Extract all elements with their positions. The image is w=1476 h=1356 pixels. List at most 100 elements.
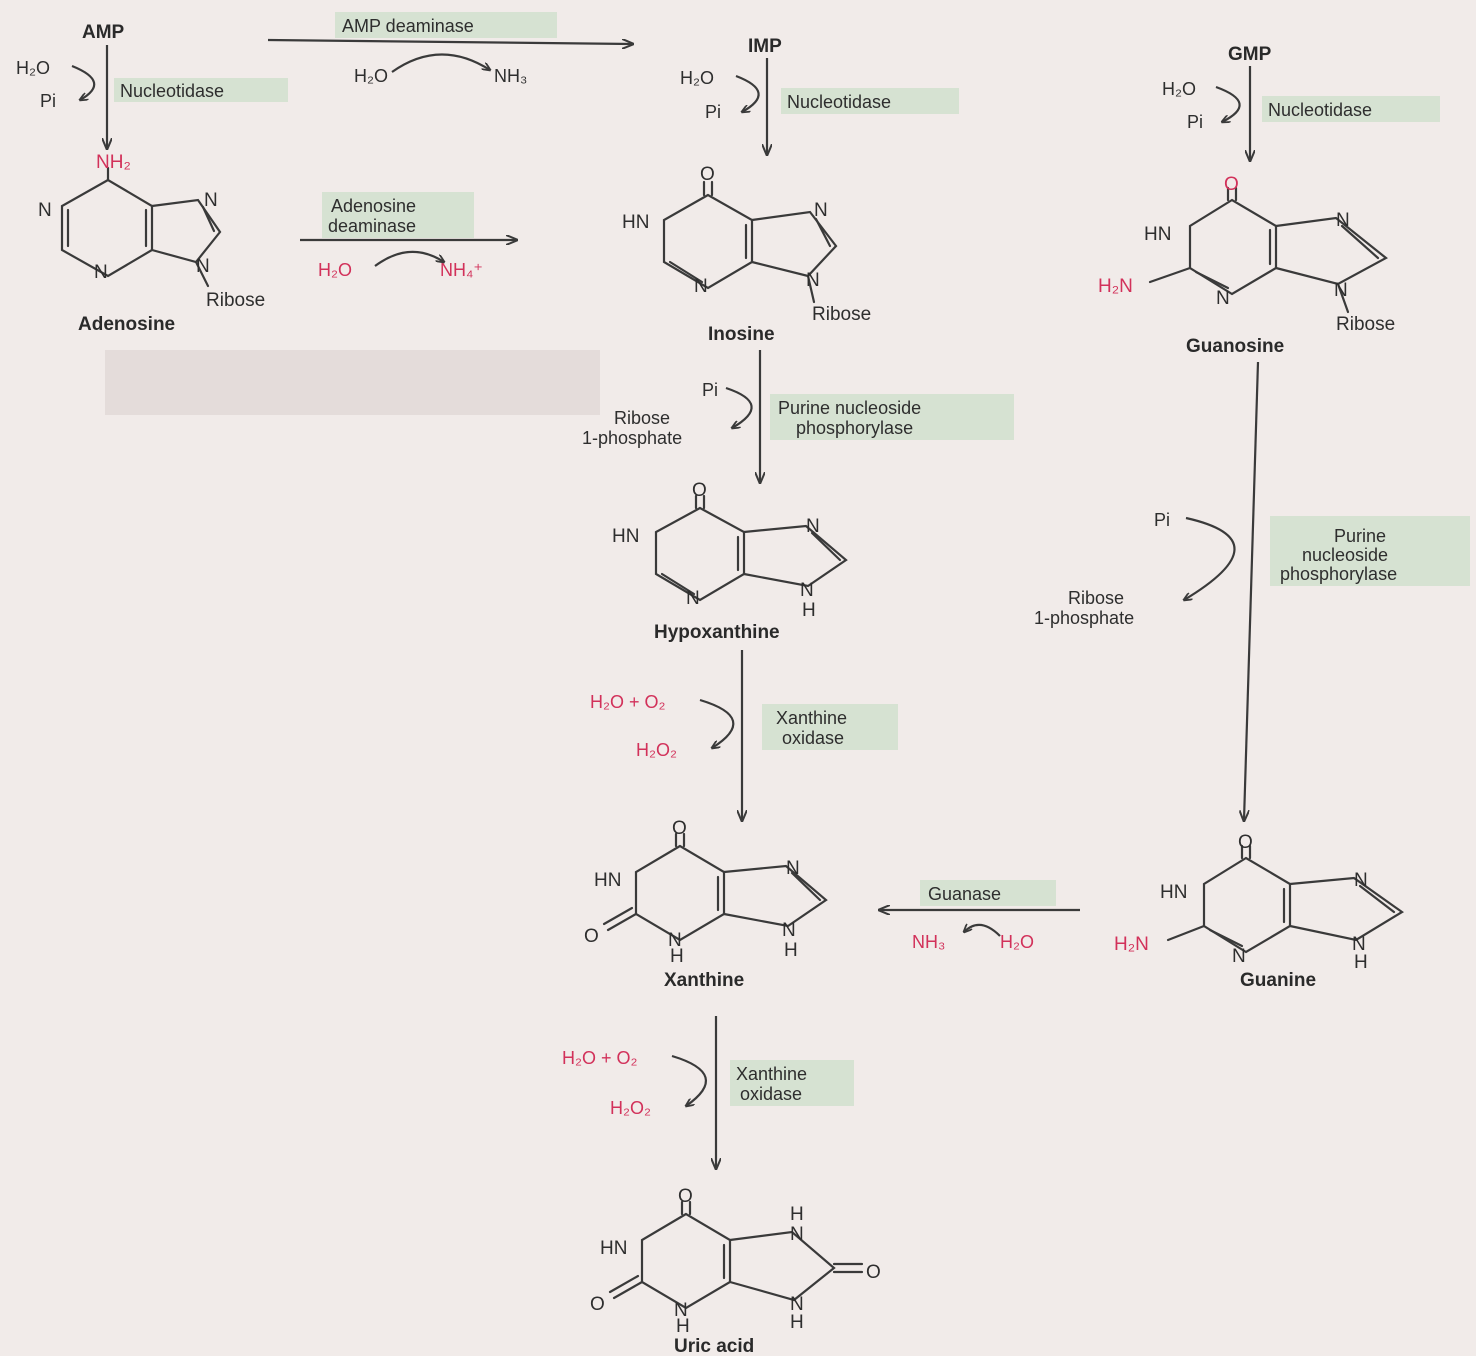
svg-text:N: N <box>1336 210 1350 231</box>
enzyme-box-pnp-inosine <box>770 394 1014 440</box>
svg-text:N: N <box>94 262 108 283</box>
pnp-pi-inosine: Pi <box>702 380 718 400</box>
pnp-pi-guanosine: Pi <box>1154 510 1170 530</box>
svg-text:O: O <box>692 480 707 501</box>
svg-text:N: N <box>1334 280 1348 301</box>
enzyme-box-nucleotidase-imp <box>781 88 959 114</box>
guanase-nh3: NH₃ <box>912 932 945 952</box>
svg-text:H: H <box>1354 952 1368 973</box>
svg-text:H: H <box>802 600 816 621</box>
structure-guanosine: O HN H₂N N N N Ribose <box>1098 174 1395 335</box>
compound-amp: AMP <box>82 22 125 43</box>
enzyme-adenosine-deaminase-line2: deaminase <box>328 216 416 236</box>
svg-text:N: N <box>196 256 210 277</box>
enzyme-box-adenosine-deaminase <box>322 192 474 238</box>
xo1-h2o2: H₂O₂ <box>636 740 677 760</box>
compound-imp: IMP <box>748 36 782 57</box>
compound-guanosine: Guanosine <box>1186 336 1284 357</box>
faded-text-block <box>105 350 600 415</box>
enzyme-xanthine-oxidase-2-line1: Xanthine <box>736 1064 807 1084</box>
svg-text:H: H <box>790 1204 804 1225</box>
svg-text:O: O <box>866 1262 881 1283</box>
gmp-h2o: H₂O <box>1162 79 1196 99</box>
pnp-ribose-guanosine-1: Ribose <box>1068 588 1124 608</box>
structure-inosine: O HN N N N Ribose <box>622 164 871 325</box>
pnp-ribose-guanosine-2: 1-phosphate <box>1034 608 1134 628</box>
guanase-curve <box>964 925 1001 937</box>
enzyme-pnp-guanosine-line1: Purine <box>1334 526 1386 546</box>
svg-text:N: N <box>806 270 820 291</box>
enzyme-box-xanthine-oxidase-2 <box>730 1060 854 1106</box>
structure-uric-acid: O HN O N H H N O N H <box>590 1186 881 1337</box>
svg-text:H₂N: H₂N <box>1114 934 1149 955</box>
gmp-side-arrow <box>1215 85 1241 122</box>
compound-uric-acid: Uric acid <box>674 1336 754 1356</box>
amp-h2o: H₂O <box>16 58 50 78</box>
enzyme-box-amp-deaminase <box>335 12 557 38</box>
amp-deaminase-curve <box>391 53 490 73</box>
svg-text:HN: HN <box>1144 224 1171 245</box>
xo2-h2o-o2: H₂O + O₂ <box>562 1048 638 1068</box>
enzyme-box-pnp-guanosine <box>1270 516 1470 586</box>
structure-hypoxanthine: O HN N N N H <box>612 480 848 621</box>
pnp-ribose-inosine-2: 1-phosphate <box>582 428 682 448</box>
svg-text:O: O <box>678 1186 693 1207</box>
enzyme-box-guanase <box>920 880 1056 906</box>
svg-text:HN: HN <box>594 870 621 891</box>
svg-text:N: N <box>790 1294 804 1315</box>
amp-deaminase-nh3: NH₃ <box>494 66 527 86</box>
svg-text:NH₂: NH₂ <box>96 152 131 173</box>
svg-text:N: N <box>674 1300 688 1321</box>
xo1-curve <box>699 698 735 748</box>
imp-h2o: H₂O <box>680 68 714 88</box>
compound-inosine: Inosine <box>708 324 775 345</box>
svg-text:N: N <box>814 200 828 221</box>
svg-text:H: H <box>676 1316 690 1337</box>
svg-text:N: N <box>686 588 700 609</box>
svg-text:O: O <box>700 164 715 185</box>
svg-text:N: N <box>800 580 814 601</box>
svg-text:O: O <box>590 1294 605 1315</box>
xo2-curve <box>671 1054 707 1106</box>
pnp-inosine-curve <box>725 386 753 428</box>
svg-text:N: N <box>786 858 800 879</box>
pnp-ribose-inosine-1: Ribose <box>614 408 670 428</box>
svg-text:O: O <box>672 818 687 839</box>
structure-xanthine: O HN O N H N N H <box>584 818 828 967</box>
enzyme-nucleotidase-imp: Nucleotidase <box>787 92 891 112</box>
svg-text:H₂N: H₂N <box>1098 276 1133 297</box>
svg-text:N: N <box>204 190 218 211</box>
compound-gmp: GMP <box>1228 44 1272 65</box>
enzyme-box-xanthine-oxidase-1 <box>762 704 898 750</box>
svg-text:N: N <box>782 920 796 941</box>
enzyme-xanthine-oxidase-1-line2: oxidase <box>782 728 844 748</box>
svg-text:H: H <box>784 940 798 961</box>
svg-text:N: N <box>1216 288 1230 309</box>
enzyme-adenosine-deaminase-line1: Adenosine <box>331 196 416 216</box>
enzyme-box-nucleotidase-gmp <box>1262 96 1440 122</box>
enzyme-nucleotidase-gmp: Nucleotidase <box>1268 100 1372 120</box>
compound-hypoxanthine: Hypoxanthine <box>654 622 780 643</box>
svg-text:O: O <box>1238 832 1253 853</box>
enzyme-pnp-guanosine-line3: phosphorylase <box>1280 564 1397 584</box>
amp-to-imp-arrow <box>267 40 632 44</box>
svg-text:Ribose: Ribose <box>206 290 265 311</box>
svg-text:N: N <box>1354 870 1368 891</box>
svg-text:HN: HN <box>612 526 639 547</box>
svg-text:N: N <box>1232 946 1246 967</box>
svg-text:O: O <box>1224 174 1239 195</box>
amp-side-arrow <box>71 64 96 100</box>
svg-text:N: N <box>790 1224 804 1245</box>
enzyme-pnp-inosine-line2: phosphorylase <box>796 418 913 438</box>
svg-text:N: N <box>694 276 708 297</box>
svg-text:Ribose: Ribose <box>1336 314 1395 335</box>
svg-text:N: N <box>806 516 820 537</box>
svg-text:Ribose: Ribose <box>812 304 871 325</box>
svg-text:HN: HN <box>1160 882 1187 903</box>
svg-text:O: O <box>584 926 599 947</box>
gmp-pi: Pi <box>1187 112 1203 132</box>
adenosine-deaminase-h2o: H₂O <box>318 260 352 280</box>
svg-text:H: H <box>790 1312 804 1333</box>
enzyme-nucleotidase-amp: Nucleotidase <box>120 81 224 101</box>
